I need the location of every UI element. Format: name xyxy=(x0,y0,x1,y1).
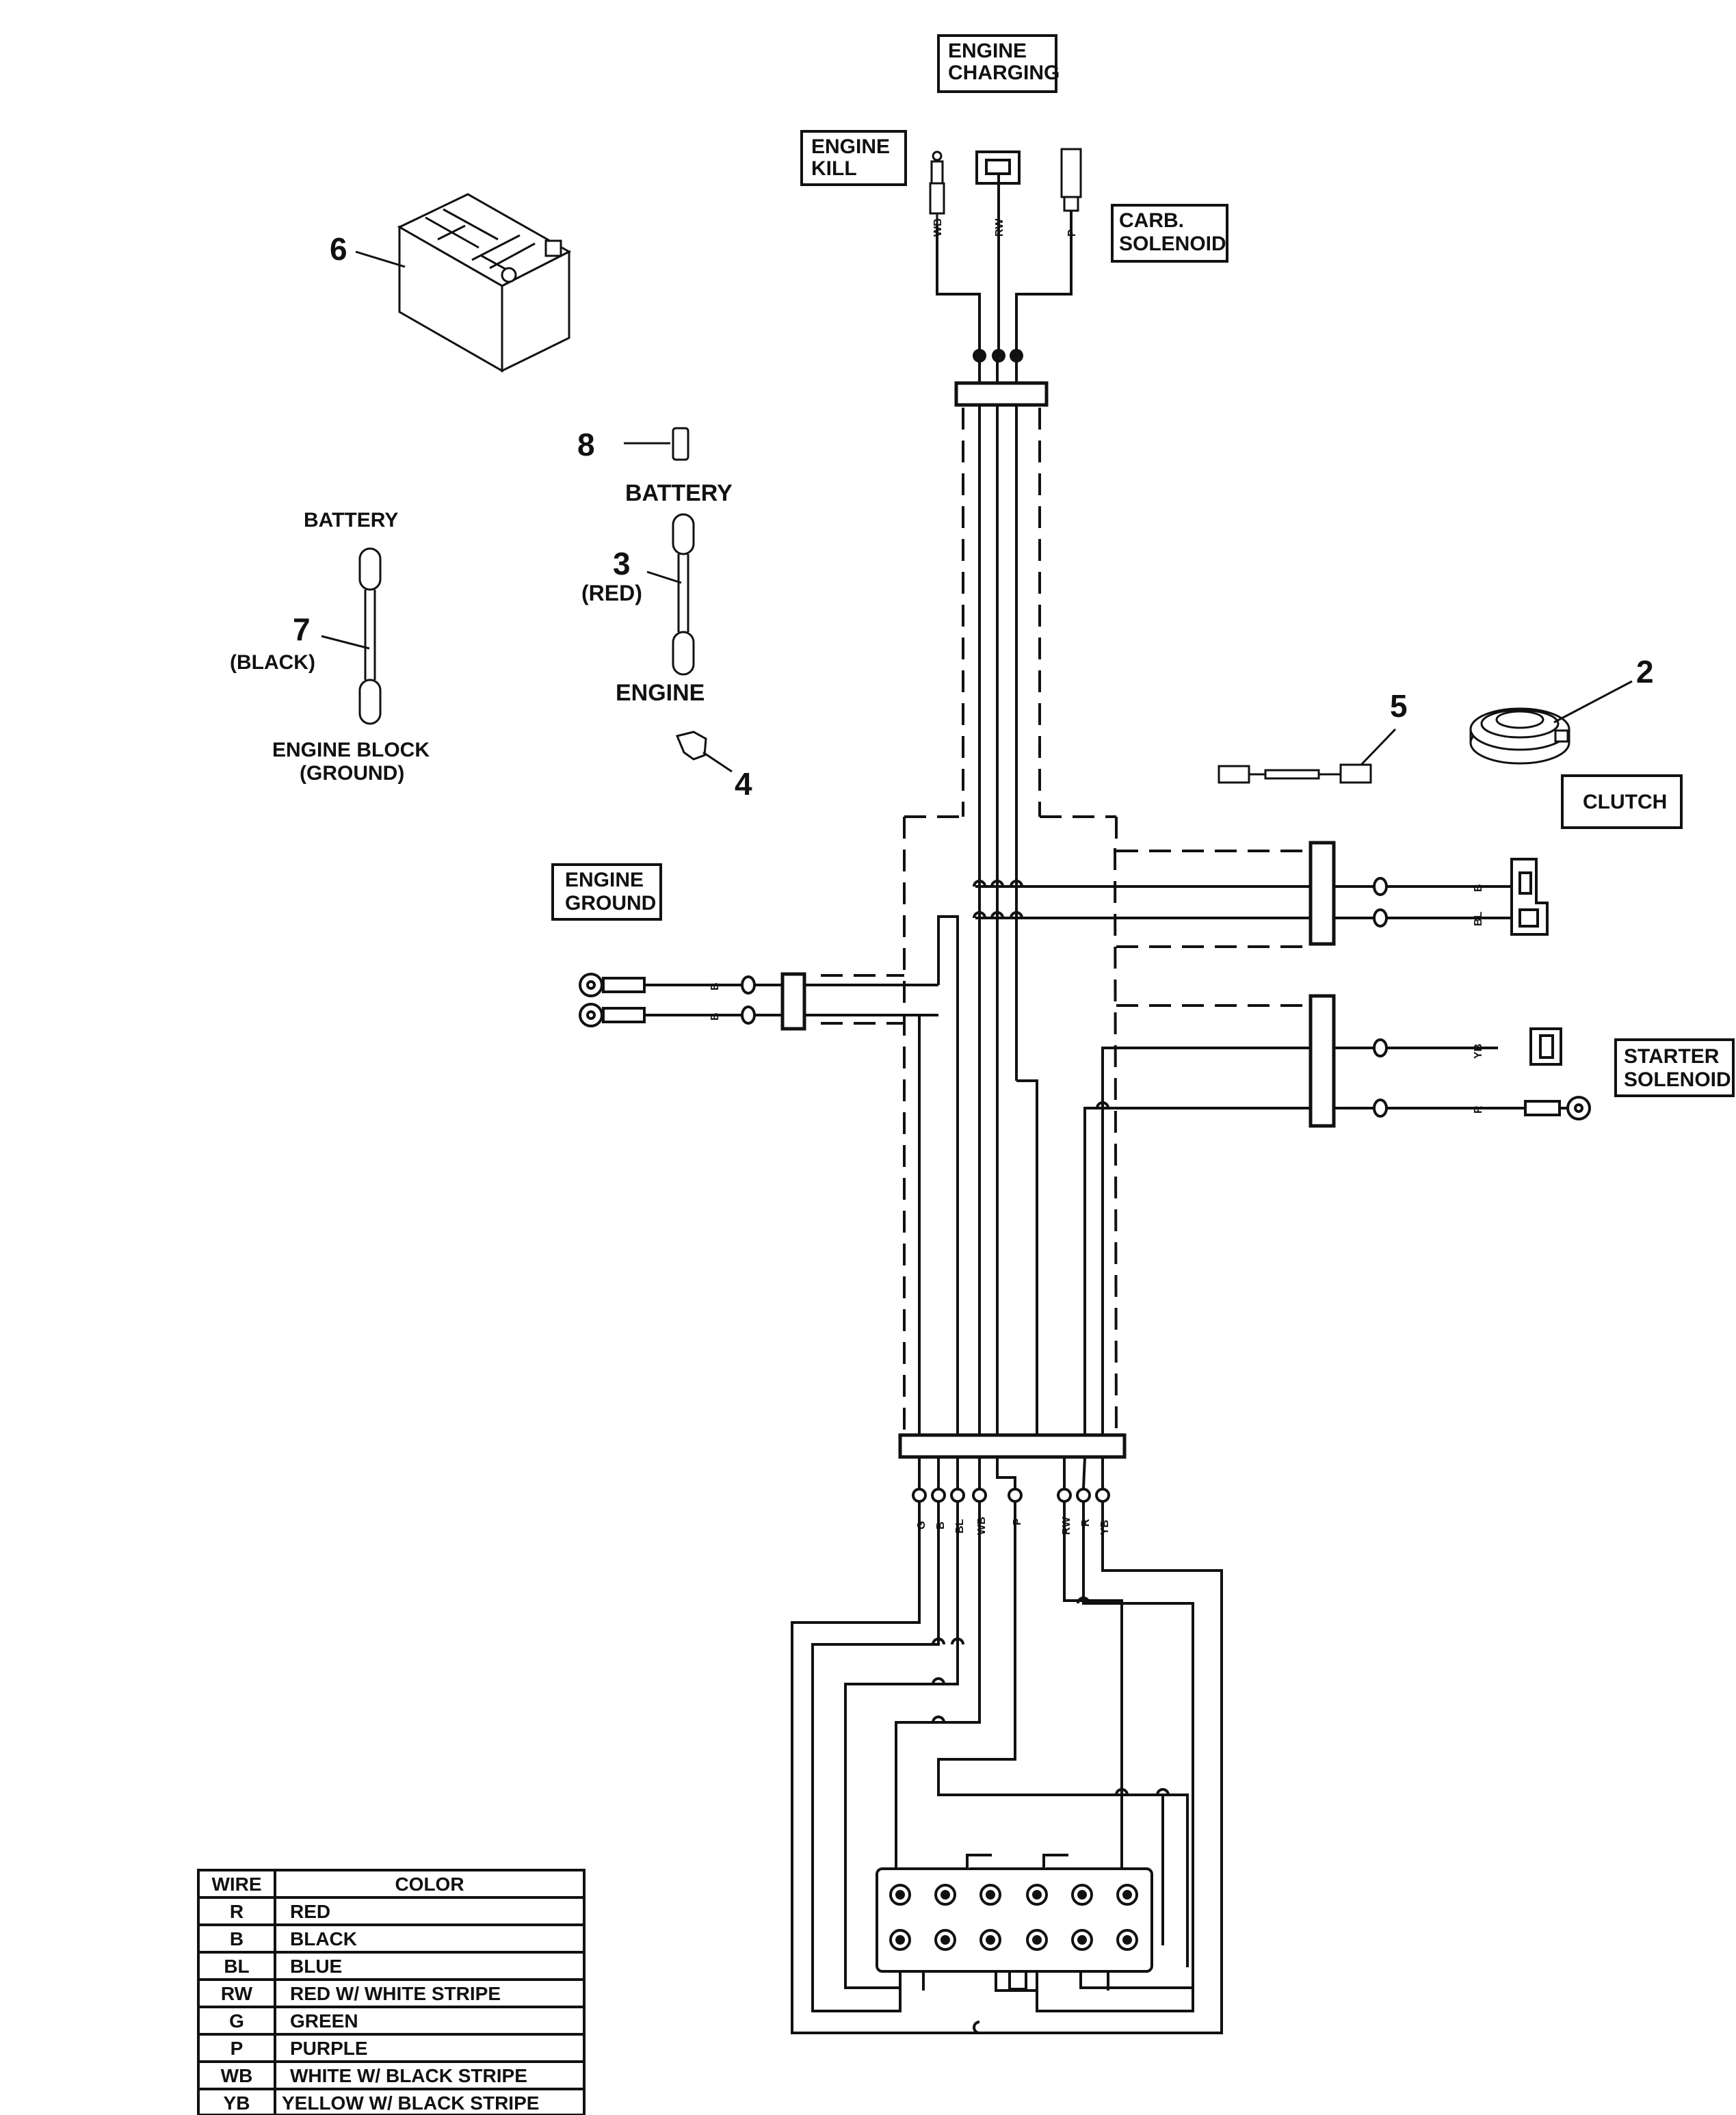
table-cell: G xyxy=(229,2010,244,2032)
top-junctions xyxy=(973,349,1023,363)
svg-text:WB: WB xyxy=(976,1516,988,1535)
table-cell: GREEN xyxy=(290,2010,358,2032)
starter-wire-tags: YB R xyxy=(1473,1044,1484,1114)
table-cell: B xyxy=(230,1928,244,1949)
red-cable-top-label: BATTERY xyxy=(625,480,733,506)
part-number-4: 4 xyxy=(735,766,752,802)
harness-sheath xyxy=(821,408,1313,1443)
label-engine-kill: ENGINE KILL xyxy=(800,130,907,186)
engine-kill-connector xyxy=(929,150,945,226)
svg-text:STARTER: STARTER xyxy=(1624,1045,1720,1068)
svg-text:GROUND: GROUND xyxy=(565,892,656,915)
svg-text:CHARGING: CHARGING xyxy=(948,62,1060,84)
svg-text:B: B xyxy=(709,982,721,990)
svg-text:CARB.: CARB. xyxy=(1119,209,1184,232)
svg-text:P: P xyxy=(1012,1518,1023,1525)
black-cable-bottom-label-2: (GROUND) xyxy=(300,762,404,785)
svg-text:ENGINE: ENGINE xyxy=(565,869,644,891)
table-cell: BLUE xyxy=(290,1956,342,1977)
svg-text:SOLENOID: SOLENOID xyxy=(1624,1068,1731,1091)
label-starter-solenoid: STARTER SOLENOID xyxy=(1614,1038,1735,1097)
table-cell: WHITE W/ BLACK STRIPE xyxy=(290,2065,527,2086)
terminal-boot-illustration xyxy=(675,731,707,761)
black-cable-note: (BLACK) xyxy=(230,651,315,674)
svg-text:RW: RW xyxy=(1061,1516,1073,1535)
fuse-holder-illustration xyxy=(672,427,689,461)
part-number-8: 8 xyxy=(577,427,595,462)
harness-wires xyxy=(646,183,1529,1457)
svg-text:ENGINE: ENGINE xyxy=(811,135,890,158)
svg-text:YB: YB xyxy=(1473,1044,1484,1059)
label-carb-solenoid: CARB. SOLENOID xyxy=(1111,204,1228,263)
twelve-pin-plug xyxy=(876,1854,1153,1991)
table-cell: R xyxy=(230,1901,244,1922)
diode-lead-illustration xyxy=(1218,728,1397,784)
carb-solenoid-connector xyxy=(1060,148,1082,212)
part-number-3: 3 xyxy=(613,546,631,581)
svg-text:KILL: KILL xyxy=(811,157,857,180)
svg-text:B: B xyxy=(709,1012,721,1021)
table-cell: RW xyxy=(221,1983,253,2004)
battery-illustration xyxy=(355,193,572,373)
wire-crossovers xyxy=(973,880,1109,1109)
engine-charging-connector xyxy=(975,150,1021,185)
ground-wire-tags: B B xyxy=(709,982,721,1021)
table-cell: RED W/ WHITE STRIPE xyxy=(290,1983,501,2004)
bottom-wire-ends xyxy=(912,1488,1110,1503)
black-cable-illustration xyxy=(321,547,382,725)
terminal-boot-leader xyxy=(702,751,733,773)
svg-text:BL: BL xyxy=(1473,911,1484,926)
top-wire-tags: WB RW P xyxy=(932,218,1078,237)
harness-clamps xyxy=(780,381,1336,1459)
svg-text:SOLENOID: SOLENOID xyxy=(1119,233,1226,255)
wire-color-table: WIRE COLOR R RED B BLACK BL BLUE RW RED … xyxy=(197,1869,586,2115)
table-cell: BL xyxy=(224,1956,249,1977)
svg-text:R: R xyxy=(1080,1519,1092,1527)
label-engine-ground: ENGINE GROUND xyxy=(551,863,662,921)
table-cell: RED xyxy=(290,1901,330,1922)
starter-wire-ends xyxy=(1373,1027,1591,1120)
table-header-wire: WIRE xyxy=(211,1874,261,1895)
clutch-wire-tags: B BL xyxy=(1473,884,1484,926)
svg-text:YB: YB xyxy=(1099,1520,1111,1535)
table-header-color: COLOR xyxy=(395,1874,464,1895)
label-clutch: CLUTCH xyxy=(1561,774,1683,829)
label-engine-charging: ENGINE CHARGING xyxy=(937,34,1060,93)
svg-text:CLUTCH: CLUTCH xyxy=(1583,791,1667,813)
table-cell: PURPLE xyxy=(290,2038,368,2059)
routing-crossovers xyxy=(932,1597,1170,1796)
svg-text:B: B xyxy=(935,1521,947,1529)
table-cell: WB xyxy=(221,2065,253,2086)
part-number-5: 5 xyxy=(1390,688,1408,724)
part-number-6: 6 xyxy=(330,231,347,267)
table-cell: YB xyxy=(224,2092,250,2114)
svg-text:G: G xyxy=(916,1521,928,1529)
clutch-illustration xyxy=(1469,680,1633,765)
svg-text:ENGINE: ENGINE xyxy=(948,40,1027,62)
bottom-wire-tags: G B BL WB P RW R YB xyxy=(916,1516,1111,1535)
black-cable-bottom-label: ENGINE BLOCK xyxy=(272,739,430,761)
part-number-2: 2 xyxy=(1636,654,1654,689)
red-cable-bottom-label: ENGINE xyxy=(616,680,705,706)
ground-ring-terminals xyxy=(579,973,756,1027)
black-cable-top-label: BATTERY xyxy=(304,509,398,531)
part-number-7: 7 xyxy=(293,612,311,647)
bottom-trunk-stubs xyxy=(918,1456,1104,1489)
table-cell: YELLOW W/ BLACK STRIPE xyxy=(282,2092,539,2114)
table-cell: P xyxy=(231,2038,244,2059)
svg-text:BL: BL xyxy=(954,1519,966,1534)
table-cell: BLACK xyxy=(290,1928,357,1949)
clutch-connector xyxy=(1510,858,1549,936)
red-cable-illustration xyxy=(646,513,695,676)
clutch-wire-ends xyxy=(1373,877,1512,928)
svg-text:B: B xyxy=(1473,884,1484,892)
red-cable-note: (RED) xyxy=(581,581,642,605)
svg-text:R: R xyxy=(1473,1105,1484,1114)
